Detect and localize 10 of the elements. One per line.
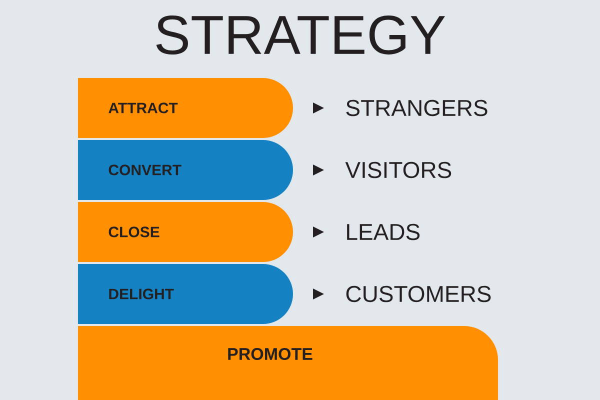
stage-band: CONVERT [78, 140, 293, 200]
audience-label: STRANGERS [346, 100, 488, 116]
audience-label: LEADS [347, 224, 420, 240]
stage-band: ATTRACT [78, 78, 293, 138]
title: STRATEGY [156, 16, 445, 54]
stage-band: CLOSE [78, 202, 293, 262]
audience-label: CUSTOMERS [346, 286, 491, 302]
stage-band: PROMOTE [78, 326, 498, 400]
stage-band: DELIGHT [78, 264, 293, 324]
audience-label: VISITORS [345, 162, 452, 178]
